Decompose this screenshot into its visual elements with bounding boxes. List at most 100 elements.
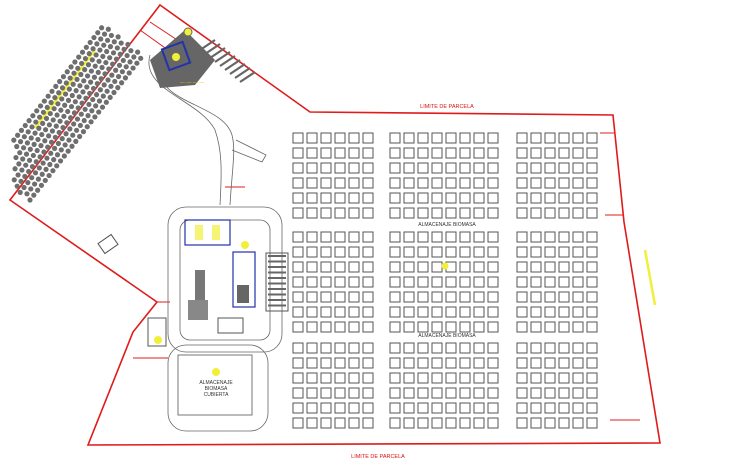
tree (113, 67, 119, 73)
tree (62, 91, 69, 97)
storage-cell (417, 357, 429, 369)
tree (111, 39, 117, 45)
storage-cell (362, 147, 374, 159)
storage-cell (403, 192, 415, 204)
storage-cell (487, 231, 499, 243)
storage-cell (306, 357, 318, 369)
storage-cell (572, 192, 584, 204)
storage-cell (586, 306, 598, 318)
storage-cell (334, 261, 346, 273)
storage-cell (306, 387, 318, 399)
tree (97, 87, 103, 93)
tree (37, 114, 43, 120)
storage-cell (292, 402, 304, 414)
tree (115, 34, 121, 40)
storage-cell (459, 372, 471, 384)
storage-cell (348, 357, 360, 369)
storage-cell (292, 387, 304, 399)
storage-cell (487, 342, 499, 354)
tree (31, 181, 38, 187)
tree (90, 96, 96, 103)
storage-cell (530, 246, 542, 258)
access-road (148, 54, 267, 206)
warehouse-ring-road (167, 344, 269, 432)
parking-space (229, 63, 246, 75)
tree (88, 79, 94, 85)
tree (95, 30, 101, 36)
storage-cell (445, 207, 457, 219)
storage-cell (586, 132, 598, 144)
storage-cell (544, 132, 556, 144)
tree (99, 104, 106, 110)
storage-cell (544, 387, 556, 399)
tree (72, 99, 78, 105)
tree (15, 172, 21, 178)
storage-cell (473, 291, 485, 303)
tree (50, 117, 56, 123)
tree (30, 113, 36, 119)
storage-cell (431, 402, 443, 414)
storage-cell (306, 231, 318, 243)
storage-cell (403, 276, 415, 288)
storage-cell (544, 192, 556, 204)
tree (50, 168, 56, 174)
storage-cell (558, 246, 570, 258)
tree (82, 67, 88, 73)
storage-cell (445, 192, 457, 204)
tree (54, 152, 61, 158)
parking-space (204, 43, 221, 55)
tree (37, 154, 43, 160)
tree (87, 39, 93, 46)
storage-cell (292, 246, 304, 258)
storage-cell (348, 372, 360, 384)
storage-cell (334, 387, 346, 399)
tree (71, 110, 78, 116)
storage-cell (586, 192, 598, 204)
tree (79, 49, 86, 55)
tree (47, 161, 53, 168)
storage-cell (586, 276, 598, 288)
storage-cell (292, 291, 304, 303)
storage-cell (389, 192, 401, 204)
tree (41, 149, 47, 155)
tree (74, 76, 80, 82)
parking-space (209, 47, 226, 59)
storage-cell (431, 192, 443, 204)
tree (131, 54, 137, 60)
storage-cell (431, 387, 443, 399)
tree (61, 153, 67, 159)
storage-cell (417, 387, 429, 399)
storage-cell (459, 261, 471, 273)
storage-cell (530, 402, 542, 414)
storage-cell (544, 402, 556, 414)
tree (58, 107, 64, 113)
tree (30, 152, 36, 159)
tree (100, 53, 106, 60)
storage-cell (389, 261, 401, 273)
tree (68, 115, 74, 121)
storage-cell (292, 372, 304, 384)
storage-cell (320, 261, 332, 273)
tree (11, 177, 17, 183)
tree (111, 89, 117, 96)
tree (63, 131, 69, 137)
storage-cell (459, 246, 471, 258)
storage-cell (445, 321, 457, 333)
storage-cell (306, 207, 318, 219)
tree (107, 44, 114, 50)
storage-cell (306, 261, 318, 273)
tree (34, 147, 40, 154)
storage-cell (348, 417, 360, 429)
tree (23, 151, 30, 157)
tree (101, 82, 107, 88)
storage-cell (334, 342, 346, 354)
storage-cell (334, 357, 346, 369)
storage-cell (516, 231, 528, 243)
storage-cell (558, 132, 570, 144)
biomass-storage-grid (292, 132, 598, 429)
storage-cell (320, 387, 332, 399)
property-divisions (133, 21, 640, 421)
tree (51, 145, 58, 151)
tree (29, 124, 35, 130)
storage-cell (431, 357, 443, 369)
